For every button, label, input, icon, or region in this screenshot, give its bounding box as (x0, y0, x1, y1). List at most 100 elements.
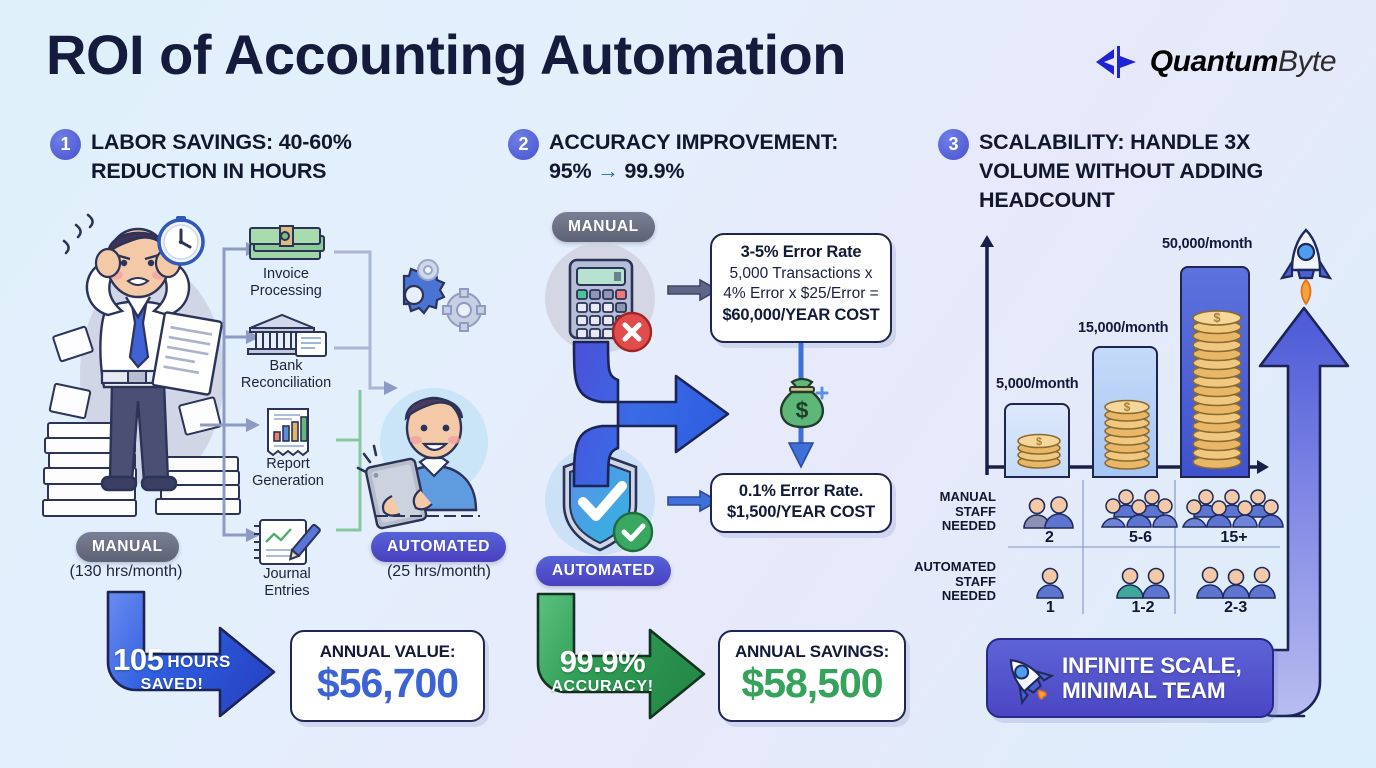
coin-stack-large-icon: $ (1192, 310, 1242, 470)
process-label-invoice: Invoice Processing (238, 266, 334, 299)
manual-error-total: $60,000/YEAR COST (722, 305, 880, 324)
chart-bar-2-label: 15,000/month (1078, 320, 1169, 336)
calculator-icon (545, 243, 655, 353)
curved-arrow-green-icon (536, 592, 706, 720)
manual-error-line2: 4% Error x $25/Error = (723, 284, 879, 302)
chart-bar-3-label: 50,000/month (1162, 236, 1253, 252)
svg-text:$: $ (796, 397, 809, 423)
process-report-line1: Report (266, 456, 310, 472)
brand-name-light: Byte (1277, 45, 1337, 78)
accuracy-caption: ACCURACY! (551, 678, 654, 695)
manual-staff-cell-2: 5-6 (1095, 478, 1186, 546)
section-title-2-line1: ACCURACY IMPROVEMENT: (549, 130, 839, 154)
manual-staff-label: MANUAL STAFF NEEDED (912, 478, 1004, 546)
manual-staff-cell-3: 15+ (1181, 478, 1284, 546)
accuracy-value: 99.9% (559, 644, 646, 679)
manual-staff-count-3: 15+ (1220, 529, 1248, 546)
automated-staff-count-3: 2-3 (1224, 599, 1248, 616)
process-bank-line2: Reconciliation (240, 374, 332, 391)
accuracy-arrow: 99.9% ACCURACY! (528, 592, 723, 727)
money-bag-icon: $ (779, 377, 829, 429)
manual-error-line1: 5,000 Transactions x (729, 265, 873, 282)
manual-error-heading: 3-5% Error Rate (740, 243, 862, 261)
process-item-bank: Bank Reconciliation (238, 312, 334, 391)
people-group-icon (1100, 489, 1178, 528)
people-group-icon (1195, 566, 1276, 599)
automated-staff-label: AUTOMATED STAFF NEEDED (912, 548, 1004, 616)
automated-badge-panel2: AUTOMATED (536, 556, 671, 586)
section-number-2: 2 (508, 129, 539, 160)
manual-staff-count-2: 5-6 (1128, 529, 1153, 546)
manual-staff-cell-1: 2 (1004, 478, 1095, 546)
bar-chart-report-icon (267, 408, 309, 457)
cash-stack-icon (249, 225, 325, 260)
annual-savings-amount: $58,500 (741, 660, 883, 706)
chart-bar-1: $ (1004, 403, 1070, 478)
automated-worker-illustration (356, 388, 488, 530)
automated-staff-cell-3: 2-3 (1189, 548, 1282, 616)
infinite-banner-text: INFINITE SCALE, MINIMAL TEAM (1062, 653, 1242, 703)
process-item-journal: Journal Entries (240, 516, 334, 599)
hours-saved-unit: HOURS (167, 652, 231, 671)
hours-saved-caption: SAVED! (140, 676, 204, 693)
gears-icon (402, 259, 486, 332)
chart-bar-1-label: 5,000/month (996, 376, 1079, 392)
infinite-scale-banner: INFINITE SCALE, MINIMAL TEAM (986, 638, 1274, 718)
page-title: ROI of Accounting Automation (46, 23, 846, 86)
svg-text:$: $ (1213, 310, 1221, 325)
section-header-3: 3 SCALABILITY: HANDLE 3X VOLUME WITHOUT … (938, 128, 1358, 215)
process-item-report: Report Generation (244, 406, 332, 489)
automation-merge-connectors (334, 250, 398, 532)
process-item-invoice: Invoice Processing (238, 222, 334, 299)
people-group-icon (1022, 496, 1074, 529)
accuracy-after: 99.9% (624, 159, 685, 184)
coin-stack-medium-icon: $ (1104, 399, 1150, 470)
process-invoice-line1: Invoice (263, 266, 309, 282)
manual-hours-panel1: (130 hrs/month) (69, 563, 183, 580)
green-check-icon (612, 511, 654, 553)
chart-bar-2: $ (1092, 346, 1158, 478)
rocket-icon (1279, 228, 1333, 306)
scalability-bar-chart: $ 5,000/month $ 15,000/month (980, 228, 1280, 478)
bank-icon (247, 313, 327, 357)
automated-staff-count-1: 1 (1045, 599, 1055, 616)
table-row-automated-staff: AUTOMATED STAFF NEEDED 1 1-2 (912, 548, 1282, 616)
people-group-icon (1181, 489, 1284, 528)
shield-check-icon (545, 445, 655, 555)
svg-text:$: $ (1124, 400, 1131, 414)
staff-comparison-table: MANUAL STAFF NEEDED 2 (912, 478, 1284, 620)
annual-savings-card: ANNUAL SAVINGS: $58,500 (718, 630, 906, 722)
process-label-report: Report Generation (244, 456, 332, 489)
section-title-2: ACCURACY IMPROVEMENT: 95% → 99.9% (549, 128, 838, 186)
coin-stack-small-icon: $ (1017, 433, 1061, 469)
manual-to-automated-transform-arrow (572, 340, 730, 488)
accuracy-arrow-icon: → (597, 159, 619, 184)
manual-staff-count-1: 2 (1045, 529, 1054, 546)
brand-name: QuantumByte (1149, 45, 1337, 79)
infinite-banner-line1: INFINITE SCALE, (1062, 652, 1242, 678)
infinite-banner-line2: MINIMAL TEAM (1062, 678, 1226, 703)
brand-name-bold: Quantum (1149, 45, 1279, 78)
red-x-icon (611, 311, 653, 353)
process-label-bank: Bank Reconciliation (238, 358, 334, 391)
annual-value-card: ANNUAL VALUE: $56,700 (290, 630, 485, 722)
automated-error-line2: $1,500/YEAR COST (726, 503, 876, 521)
section-title-3: SCALABILITY: HANDLE 3X VOLUME WITHOUT AD… (979, 128, 1263, 215)
notebook-pen-icon (254, 519, 321, 565)
automated-staff-label-line3: NEEDED (941, 588, 996, 604)
table-divider-2 (1174, 480, 1176, 614)
table-divider-1 (1082, 480, 1084, 614)
section-header-1: 1 LABOR SAVINGS: 40-60% REDUCTION IN HOU… (50, 128, 450, 186)
section-title-1-line2: REDUCTION IN HOURS (91, 159, 327, 184)
process-journal-line1: Journal (263, 566, 311, 582)
automated-badge-panel1: AUTOMATED (371, 532, 506, 562)
clock-icon (157, 216, 205, 266)
chart-bar-3: $ (1180, 266, 1250, 478)
quantumbyte-chevron-logo-icon (1095, 46, 1136, 78)
curved-arrow-blue-icon (106, 590, 276, 718)
automated-staff-label-line1: AUTOMATED (914, 559, 996, 575)
process-invoice-line2: Processing (250, 282, 322, 299)
automated-staff-label-line2: STAFF (955, 573, 996, 589)
manual-staff-label-line2: STAFF (955, 503, 996, 519)
